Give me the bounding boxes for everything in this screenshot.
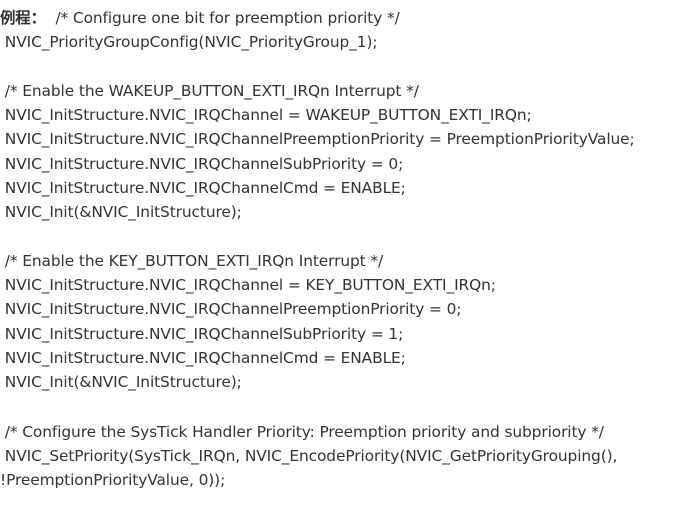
code-line-19: NVIC_SetPriority(SysTick_IRQn, NVIC_Enco… bbox=[0, 447, 618, 465]
code-line-7: NVIC_InitStructure.NVIC_IRQChannelSubPri… bbox=[0, 155, 404, 173]
code-line-20: !PreemptionPriorityValue, 0)); bbox=[0, 471, 226, 489]
code-line-1: 例程： /* Configure one bit for preemption … bbox=[0, 6, 400, 30]
code-line-11: /* Enable the KEY_BUTTON_EXTI_IRQn Inter… bbox=[0, 252, 384, 270]
code-line-14: NVIC_InitStructure.NVIC_IRQChannelSubPri… bbox=[0, 325, 404, 343]
code-line-15: NVIC_InitStructure.NVIC_IRQChannelCmd = … bbox=[0, 349, 406, 367]
code-line-9: NVIC_Init(&NVIC_InitStructure); bbox=[0, 203, 242, 221]
code-line-4: /* Enable the WAKEUP_BUTTON_EXTI_IRQn In… bbox=[0, 82, 419, 100]
code-line-2: NVIC_PriorityGroupConfig(NVIC_PriorityGr… bbox=[0, 33, 378, 51]
code-line-13: NVIC_InitStructure.NVIC_IRQChannelPreemp… bbox=[0, 300, 462, 318]
code-line-8: NVIC_InitStructure.NVIC_IRQChannelCmd = … bbox=[0, 179, 406, 197]
code-line-1-text: /* Configure one bit for preemption prio… bbox=[45, 9, 400, 27]
code-line-12: NVIC_InitStructure.NVIC_IRQChannel = KEY… bbox=[0, 276, 496, 294]
code-line-6: NVIC_InitStructure.NVIC_IRQChannelPreemp… bbox=[0, 130, 635, 148]
code-line-16: NVIC_Init(&NVIC_InitStructure); bbox=[0, 373, 242, 391]
example-label: 例程： bbox=[0, 9, 46, 27]
code-line-5: NVIC_InitStructure.NVIC_IRQChannel = WAK… bbox=[0, 106, 532, 124]
code-line-18: /* Configure the SysTick Handler Priorit… bbox=[0, 423, 604, 441]
